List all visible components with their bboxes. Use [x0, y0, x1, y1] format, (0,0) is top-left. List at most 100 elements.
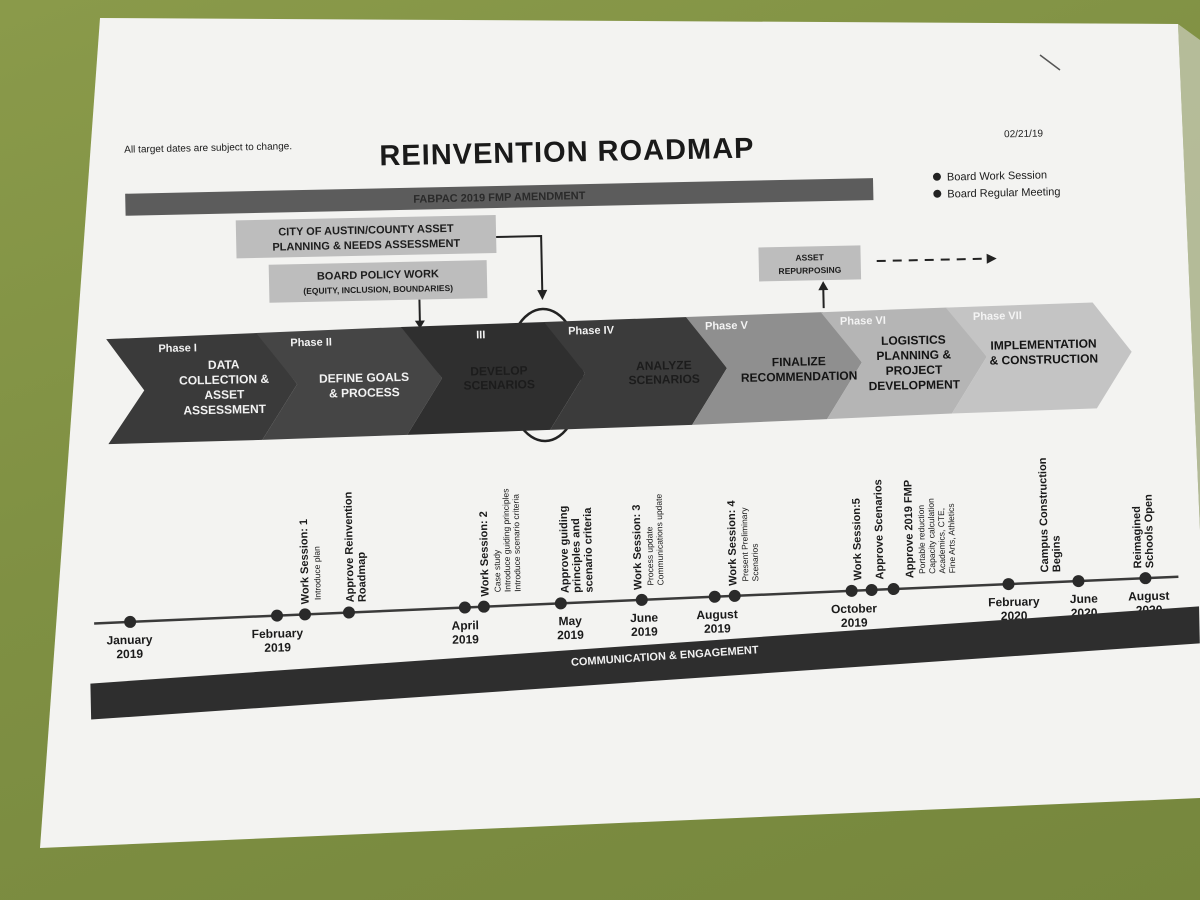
phase-6-title-line: LOGISTICS — [881, 333, 946, 348]
paper-shadow — [1178, 24, 1200, 530]
timeline-milestone-dot — [298, 608, 311, 621]
event-label: Begins — [1051, 535, 1064, 572]
phase-6-name: Phase VI — [840, 315, 886, 328]
phase-3-title-line: SCENARIOS — [463, 377, 535, 392]
event-detail: Introduce plan — [312, 546, 323, 600]
phase-1-title-line: ASSET — [204, 387, 245, 402]
phase-4-name: Phase IV — [568, 325, 615, 338]
asset-dashed-arrow-head — [986, 253, 997, 264]
timeline-milestone-dot — [458, 601, 471, 614]
timeline-milestone-dot — [865, 583, 878, 596]
timeline-milestone-dot — [708, 590, 721, 603]
month-label: February — [988, 594, 1040, 609]
event-detail: Case study — [492, 549, 503, 592]
event-detail: Communications update — [654, 493, 666, 585]
phase-1-title-line: COLLECTION & — [179, 372, 270, 388]
phase-7-title-line: & CONSTRUCTION — [989, 351, 1098, 367]
month-label: August — [1128, 589, 1170, 604]
month-label: 2019 — [704, 621, 731, 636]
phase-5-chevron — [685, 312, 862, 425]
event-label: Work Session: 4 — [726, 499, 740, 585]
event-detail: Scenarios — [750, 543, 761, 581]
phase-3-name: III — [476, 329, 485, 341]
month-label: February — [252, 626, 304, 641]
event-detail: Introduce scenario criteria — [511, 494, 523, 592]
phase-2-title-line: & PROCESS — [329, 385, 400, 400]
phase-5-name: Phase V — [705, 320, 749, 333]
event-label: Schools Open — [1143, 494, 1157, 568]
timeline-milestone-dot — [1072, 575, 1085, 588]
event-detail: Process update — [644, 526, 655, 586]
event-label: Approve guiding — [558, 506, 572, 594]
month-label: 2019 — [557, 628, 584, 643]
legend-dot-regular-meeting — [933, 189, 942, 198]
phase-1-title-line: ASSESSMENT — [183, 402, 267, 418]
city-arrow-head — [537, 289, 548, 301]
event-detail: Introduce guiding principles — [500, 489, 512, 593]
month-label: October — [831, 601, 878, 616]
asset-repurposing-line-1: ASSET — [795, 252, 824, 263]
phase-5-title-line: FINALIZE — [772, 354, 826, 369]
legend-work-session: Board Work Session — [947, 169, 1047, 183]
city-asset-line-1: CITY OF AUSTIN/COUNTY ASSET — [278, 223, 454, 239]
asset-repurposing-line-2: REPURPOSING — [778, 265, 841, 276]
month-label: May — [558, 614, 582, 628]
timeline-milestone-dot — [728, 589, 741, 602]
event-label: scenario criteria — [582, 507, 596, 593]
timeline-milestone-dot — [342, 606, 355, 619]
event-label: Work Session: 3 — [631, 504, 645, 590]
event-label: Work Session: 1 — [298, 519, 312, 605]
pen-mark — [1039, 54, 1061, 71]
timeline-event: Approve Scenarios — [872, 479, 886, 579]
phase-3-title-line: DEVELOP — [470, 363, 528, 378]
phase-3-chevron — [400, 321, 586, 435]
event-detail: Present Preliminary — [739, 507, 751, 582]
month-label: April — [451, 618, 479, 633]
timeline-milestone-dot — [887, 583, 900, 596]
communication-band — [90, 606, 1200, 720]
board-policy-box — [268, 260, 488, 303]
phase-6-title-line: PLANNING & — [876, 347, 951, 363]
phase-7-chevron — [945, 302, 1132, 414]
phase-6-title-line: PROJECT — [886, 363, 944, 378]
event-label: principles and — [570, 518, 584, 593]
month-label: 2019 — [264, 640, 291, 655]
timeline-milestone-dot — [477, 600, 490, 613]
phase-4-title-line: SCENARIOS — [628, 372, 700, 387]
event-label: Roadmap — [356, 552, 369, 603]
event-detail: Portable reduction — [916, 505, 927, 574]
timeline-milestone-dot — [845, 584, 858, 597]
phase-2-name: Phase II — [290, 336, 332, 349]
fmp-amendment-band — [125, 178, 874, 216]
event-label: Work Session:5 — [851, 498, 865, 581]
event-label: Approve Reinvention — [342, 491, 356, 602]
city-arrow — [496, 235, 544, 293]
timeline-milestone-dot — [271, 609, 284, 622]
event-label: Reimagined — [1131, 506, 1144, 569]
phase-chevrons — [106, 302, 1132, 445]
fmp-amendment-label: FABPAC 2019 FMP AMENDMENT — [413, 190, 586, 206]
board-policy-line-1: BOARD POLICY WORK — [317, 268, 439, 283]
phase-6-title-line: DEVELOPMENT — [869, 377, 961, 393]
event-detail: Capacity calculation — [926, 498, 938, 574]
phase-4-title-line: ANALYZE — [636, 358, 692, 373]
phase-5-title-line: RECOMMENDATION — [741, 368, 858, 384]
timeline-milestone-dot — [554, 597, 567, 610]
phase-4-chevron — [543, 316, 727, 430]
timeline-event: Work Session:5 — [851, 498, 865, 581]
month-label: June — [630, 610, 659, 625]
event-detail: Academics, CTE, — [936, 508, 947, 574]
timeline-milestone-dot — [124, 615, 137, 628]
month-label: 2019 — [116, 647, 143, 662]
disclaimer-note: All target dates are subject to change. — [124, 141, 292, 156]
month-label: 2019 — [841, 615, 868, 630]
